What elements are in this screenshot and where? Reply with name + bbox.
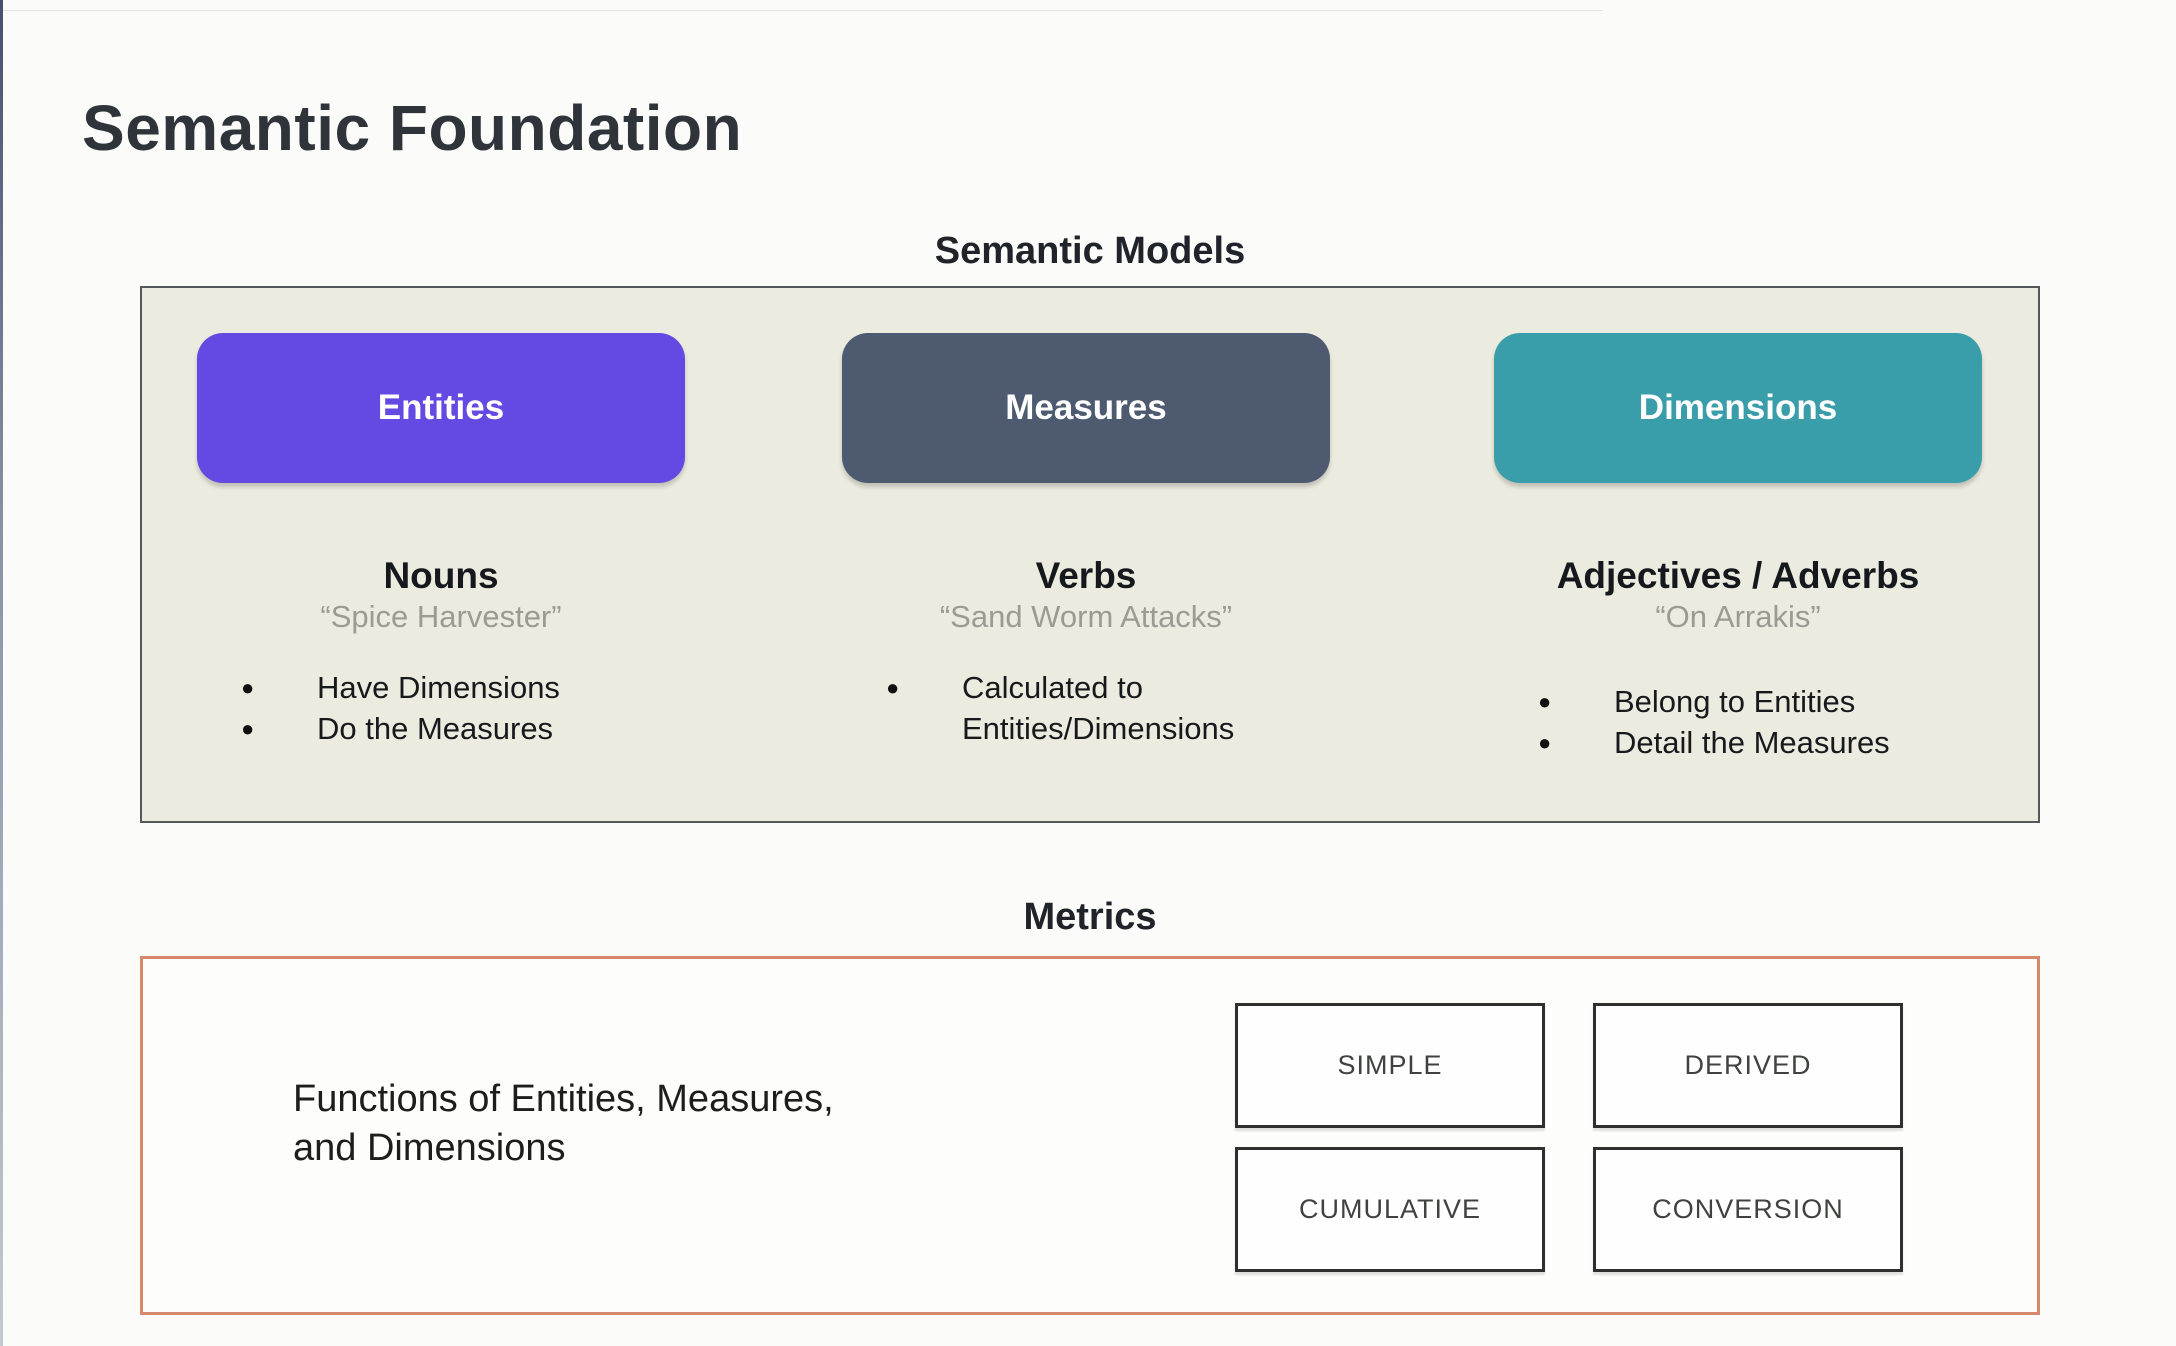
- metrics-description: Functions of Entities, Measures, and Dim…: [293, 1075, 834, 1173]
- metrics-heading: Metrics: [1023, 896, 1157, 938]
- window-left-edge: [0, 0, 3, 1346]
- semantic-models-heading: Semantic Models: [934, 230, 1246, 272]
- measures-bullet-list: Calculated to Entities/Dimensions: [806, 667, 1296, 749]
- bullet-item: Belong to Entities: [1458, 681, 1948, 722]
- metrics-description-line: Functions of Entities, Measures,: [293, 1078, 834, 1120]
- dimensions-example-quote: “On Arrakis”: [1655, 599, 1821, 634]
- entities-pill: Entities: [197, 333, 685, 483]
- semantic-models-panel: Entities Nouns “Spice Harvester” Have Di…: [140, 286, 2040, 823]
- column-measures: Measures Verbs “Sand Worm Attacks” Calcu…: [806, 288, 1366, 821]
- metric-types-grid: SIMPLE DERIVED CUMULATIVE CONVERSION: [1235, 1003, 1903, 1272]
- measures-role-label: Verbs: [1035, 555, 1137, 596]
- dimensions-role-label: Adjectives / Adverbs: [1556, 555, 1920, 596]
- bullet-item: Do the Measures: [161, 708, 651, 749]
- metrics-description-line: and Dimensions: [293, 1127, 566, 1169]
- dimensions-pill: Dimensions: [1494, 333, 1982, 483]
- column-entities: Entities Nouns “Spice Harvester” Have Di…: [161, 288, 721, 821]
- bullet-item: Calculated to Entities/Dimensions: [806, 667, 1296, 749]
- metric-type-simple: SIMPLE: [1235, 1003, 1545, 1128]
- metric-type-derived: DERIVED: [1593, 1003, 1903, 1128]
- metric-type-conversion: CONVERSION: [1593, 1147, 1903, 1272]
- bullet-item: Have Dimensions: [161, 667, 651, 708]
- metrics-panel: Functions of Entities, Measures, and Dim…: [140, 956, 2040, 1315]
- entities-role-label: Nouns: [383, 555, 499, 596]
- bullet-item: Detail the Measures: [1458, 722, 1948, 763]
- dimensions-bullet-list: Belong to Entities Detail the Measures: [1458, 681, 1948, 763]
- measures-pill: Measures: [842, 333, 1330, 483]
- column-dimensions: Dimensions Adjectives / Adverbs “On Arra…: [1458, 288, 2018, 821]
- metric-type-cumulative: CUMULATIVE: [1235, 1147, 1545, 1272]
- measures-example-quote: “Sand Worm Attacks”: [939, 599, 1233, 634]
- entities-example-quote: “Spice Harvester”: [320, 599, 562, 634]
- entities-bullet-list: Have Dimensions Do the Measures: [161, 667, 651, 749]
- window-top-edge: [3, 10, 1603, 11]
- slide-title: Semantic Foundation: [82, 91, 743, 164]
